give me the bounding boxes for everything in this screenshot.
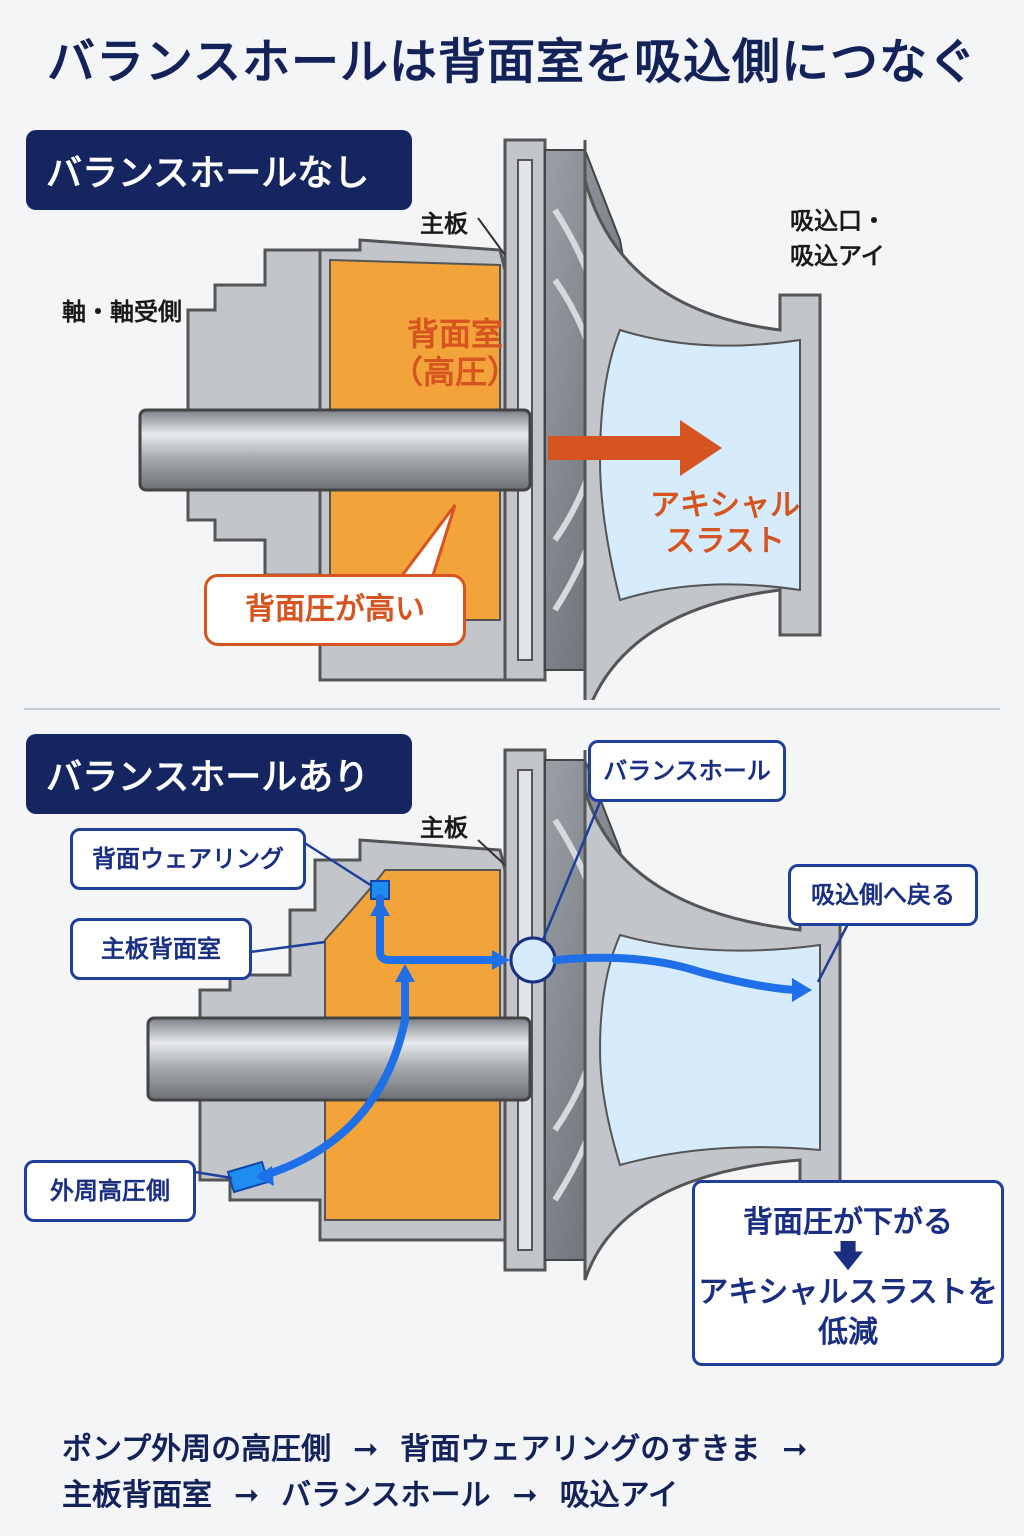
label-axial-thrust-line1: アキシャル: [650, 488, 800, 523]
section-divider: [24, 708, 1000, 710]
flow-arrow-outer-to-chamber: [258, 976, 409, 1180]
flow-step-outer-high: ポンプ外周の高圧側: [62, 1432, 332, 1467]
flow-step-back-chamber: 主板背面室: [62, 1478, 212, 1513]
leader-outer-high: [194, 1170, 233, 1180]
arrow-right-icon: ➞: [512, 1478, 538, 1513]
suction-eye: [598, 328, 801, 602]
down-arrow-icon: 🡇: [832, 1239, 864, 1274]
suction-eye: [598, 933, 821, 1167]
flow-arrow-hole-to-suction: [552, 953, 799, 994]
flow-path-line2: 主板背面室 ➞ バランスホール ➞ 吸込アイ: [62, 1470, 678, 1514]
flow-step-suction-eye: 吸込アイ: [559, 1478, 679, 1513]
pump-diagram-without-hole: [138, 138, 822, 700]
arrow-right-icon: ➞: [782, 1432, 808, 1467]
leader-back-chamber: [249, 940, 326, 954]
shaft: [138, 408, 532, 492]
section-tag-without-hole: バランスホールなし: [26, 130, 412, 210]
leader-main-plate: [477, 839, 506, 866]
callout-main-plate-back-chamber: 主板背面室: [70, 918, 252, 980]
pump-diagram-with-hole: [146, 748, 852, 1281]
result-line1: 背面圧が下がる: [743, 1205, 953, 1240]
label-suction-eye: 吸込口・ 吸込アイ: [790, 204, 886, 274]
callout-back-wear-ring: 背面ウェアリング: [70, 828, 306, 890]
result-line2: アキシャルスラストを: [698, 1275, 998, 1310]
leader-wear-ring: [299, 838, 373, 888]
flow-step-balance-hole: バランスホール: [281, 1478, 491, 1513]
label-back-chamber-line1: 背面室: [406, 315, 503, 353]
flow-step-wear-ring-gap: 背面ウェアリングのすきま: [400, 1432, 761, 1467]
label-suction-line1: 吸込口・: [790, 207, 886, 235]
label-axial-thrust: アキシャル スラスト: [640, 488, 810, 560]
label-main-plate: 主板: [420, 210, 468, 238]
callout-high-back-pressure: 背面圧が高い: [204, 574, 466, 646]
label-main-plate-2: 主板: [420, 814, 468, 842]
label-back-chamber-line2: （高圧）: [390, 353, 519, 392]
label-axial-thrust-line2: スラスト: [665, 524, 785, 559]
leader-balance-hole: [540, 801, 602, 943]
flow-arrow-ring-to-hole: [376, 894, 499, 964]
label-back-chamber: 背面室 （高圧）: [380, 315, 530, 392]
arrow-right-icon: ➞: [234, 1478, 260, 1513]
balance-hole: [509, 936, 557, 984]
leader-main-plate: [477, 217, 506, 256]
result-box: 背面圧が下がる 🡇 アキシャルスラストを 低減: [692, 1180, 1004, 1366]
section-tag-with-hole: バランスホールあり: [26, 734, 412, 814]
result-line3: 低減: [818, 1315, 878, 1350]
label-shaft-side: 軸・軸受側: [62, 298, 182, 326]
callout-outer-high-pressure: 外周高圧側: [24, 1160, 196, 1222]
shaft: [146, 1016, 532, 1102]
callout-balance-hole: バランスホール: [588, 740, 786, 802]
arrow-right-icon: ➞: [353, 1432, 379, 1467]
label-suction-line2: 吸込アイ: [790, 241, 885, 270]
leader-return-suction: [816, 919, 852, 983]
callout-return-to-suction: 吸込側へ戻る: [788, 864, 978, 926]
page-title: バランスホールは背面室を吸込側につなぐ: [46, 34, 978, 90]
flow-path-line1: ポンプ外周の高圧側 ➞ 背面ウェアリングのすきま ➞: [62, 1424, 829, 1468]
axial-thrust-arrow: [548, 420, 722, 476]
